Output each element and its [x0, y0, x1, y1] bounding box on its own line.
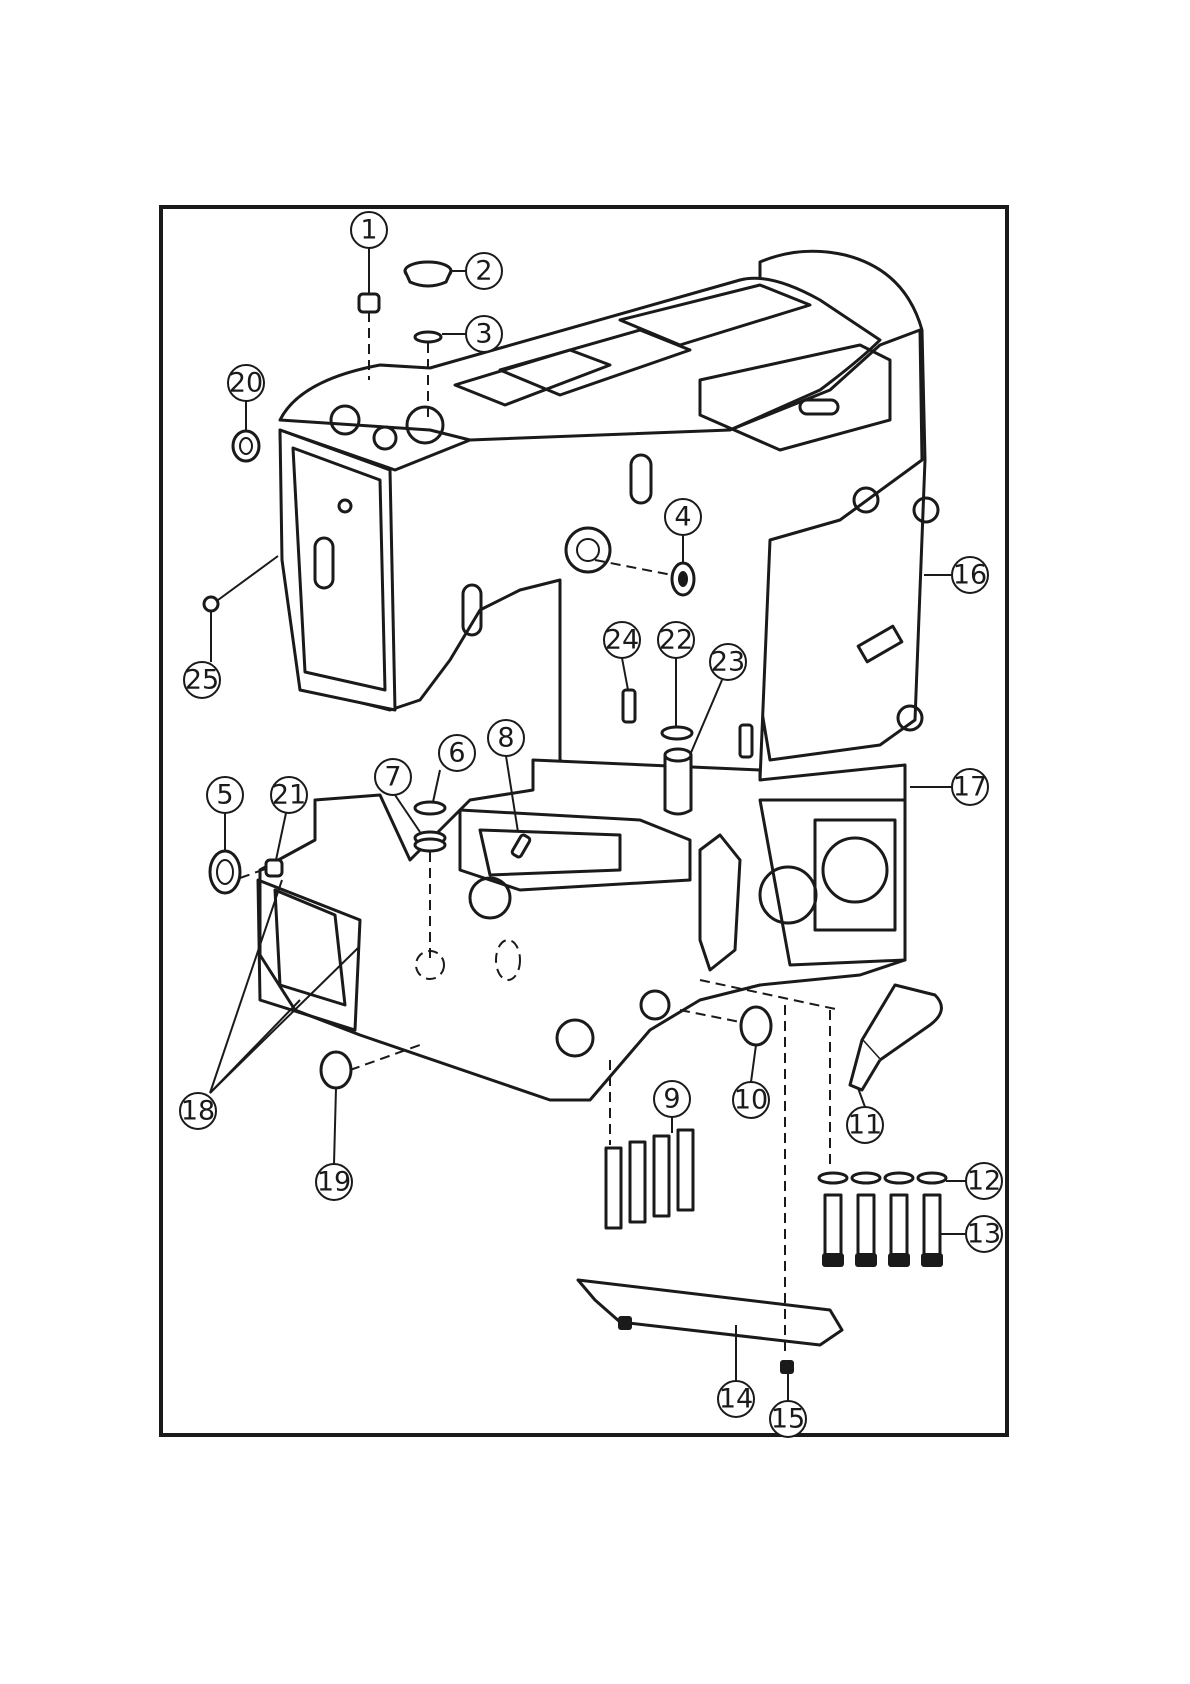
callout-label-25: 25 [185, 665, 219, 696]
callout-5: 5 [207, 777, 243, 851]
callout-20: 20 [228, 365, 264, 431]
callout-12: 12 [946, 1163, 1002, 1199]
callout-label-14: 14 [719, 1384, 753, 1415]
callout-label-22: 22 [659, 625, 693, 656]
callout-label-11: 11 [848, 1110, 882, 1141]
callout-10: 10 [733, 1045, 769, 1118]
callout-1: 1 [351, 212, 387, 294]
callout-label-19: 19 [317, 1167, 351, 1198]
callout-label-1: 1 [360, 215, 377, 246]
callout-label-20: 20 [229, 368, 263, 399]
callout-label-18: 18 [181, 1096, 215, 1127]
callout-11: 11 [847, 1088, 883, 1143]
callout-15: 15 [770, 1374, 806, 1437]
callout-label-16: 16 [953, 560, 987, 591]
callout-6: 6 [433, 735, 475, 802]
callout-16: 16 [924, 557, 988, 593]
callout-label-21: 21 [272, 780, 306, 811]
callout-label-10: 10 [734, 1085, 768, 1116]
callout-label-8: 8 [497, 723, 514, 754]
machine-bed [258, 760, 905, 1100]
callout-label-9: 9 [663, 1084, 680, 1115]
callout-label-12: 12 [967, 1166, 1001, 1197]
callout-13: 13 [940, 1216, 1002, 1252]
callout-label-3: 3 [475, 319, 492, 350]
callout-25: 25 [184, 556, 278, 698]
callout-2: 2 [452, 253, 502, 289]
callout-9: 9 [654, 1081, 690, 1133]
callout-label-13: 13 [967, 1219, 1001, 1250]
callout-14: 14 [718, 1325, 754, 1417]
callout-label-5: 5 [216, 780, 233, 811]
callout-label-6: 6 [448, 738, 465, 769]
callout-label-24: 24 [605, 625, 639, 656]
callout-label-17: 17 [953, 772, 987, 803]
upper-arm [280, 251, 938, 790]
callout-17: 17 [910, 769, 988, 805]
callout-label-4: 4 [674, 502, 691, 533]
callout-3: 3 [442, 316, 502, 352]
callout-label-7: 7 [384, 762, 401, 793]
callout-19: 19 [316, 1088, 352, 1200]
callout-label-2: 2 [475, 256, 492, 287]
callout-label-15: 15 [771, 1404, 805, 1435]
callout-label-23: 23 [711, 647, 745, 678]
